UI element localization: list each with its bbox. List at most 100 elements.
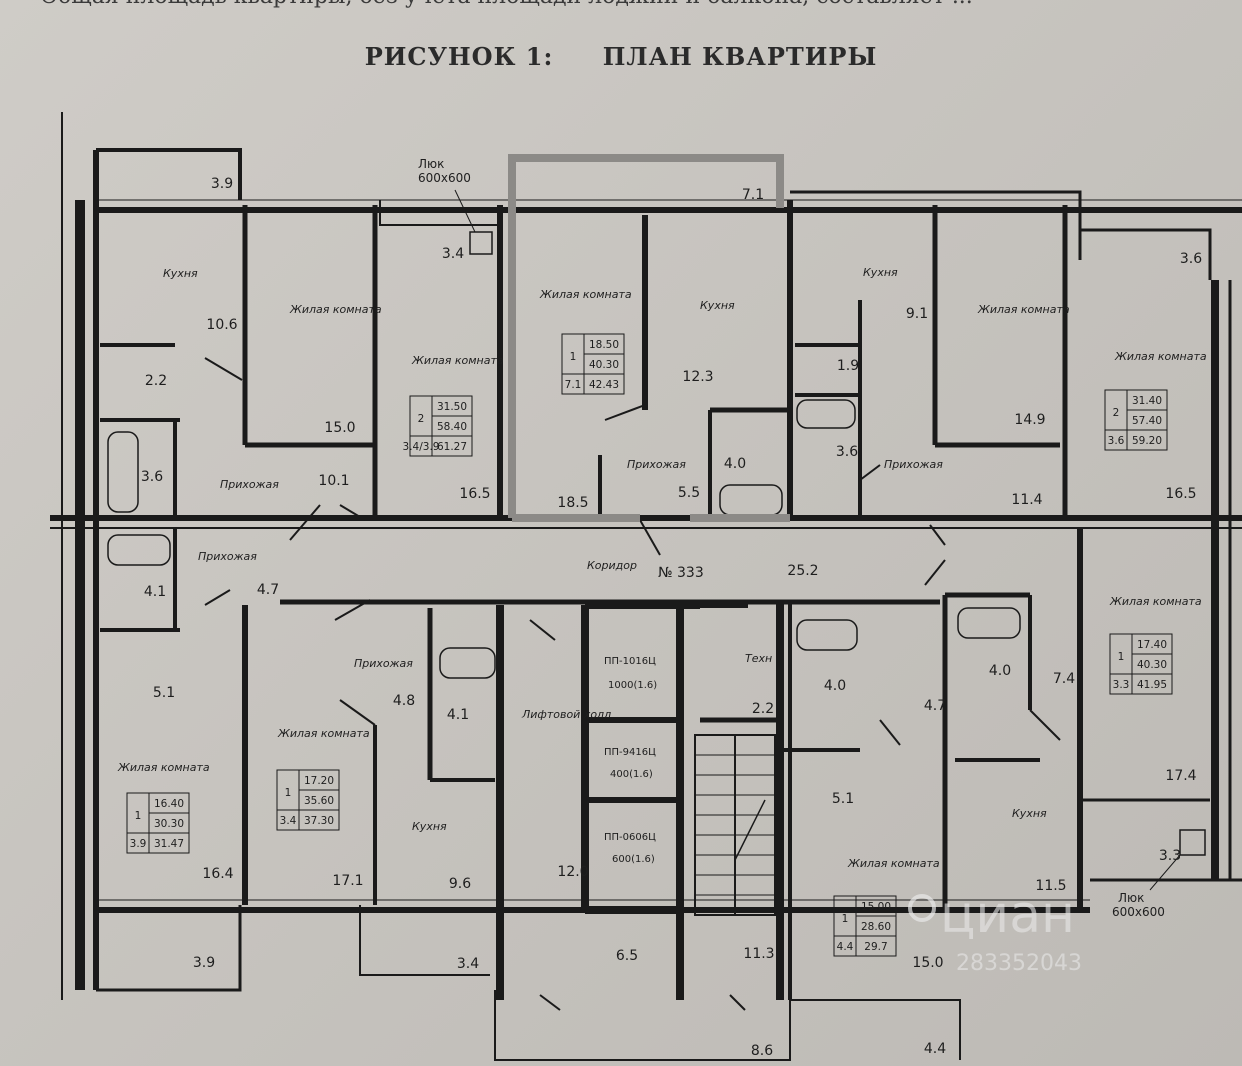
area-label: 5.1	[832, 791, 854, 807]
balcony-area: 3.3	[1113, 679, 1130, 691]
living-area: 31.50	[437, 401, 467, 413]
area-label: 16.4	[202, 866, 233, 882]
full-area: 29.7	[864, 941, 887, 953]
area-label: 3.6	[1180, 251, 1202, 267]
full-area: 61.27	[437, 441, 467, 453]
total-area: 58.40	[437, 421, 467, 433]
area-label: 16.5	[459, 486, 490, 502]
table-frame	[1104, 389, 1168, 451]
rooms-count: 2	[418, 413, 425, 425]
balcony-area: 3.9	[130, 838, 147, 850]
table-frame	[561, 333, 625, 395]
living-area: 17.20	[304, 775, 334, 787]
room-name: Жилая комната	[847, 857, 940, 870]
area-label: 4.0	[989, 663, 1011, 679]
wall-lines	[50, 112, 1242, 1061]
area-label: 4.0	[824, 678, 846, 694]
area-label: 9.6	[449, 876, 471, 892]
balcony-area: 3.4	[280, 815, 297, 827]
area-label: 3.9	[193, 955, 215, 971]
total-area: 40.30	[1137, 659, 1167, 671]
area-label: 16.5	[1165, 486, 1196, 502]
area-label: 18.5	[557, 495, 588, 511]
watermark-logo-icon	[908, 894, 936, 922]
room-name-labels: Кухня Кухня Кухня Кухня Кухня Жилая комн…	[117, 266, 1207, 870]
area-label: 12.0	[557, 864, 588, 880]
area-label: 4.4	[924, 1041, 946, 1057]
rooms-count: 1	[842, 913, 849, 925]
area-label: 3.4	[442, 246, 464, 262]
area-label: 11.3	[743, 946, 774, 962]
area-label: 4.1	[144, 584, 166, 600]
living-area: 17.40	[1137, 639, 1167, 651]
balcony-area: 7.1	[565, 379, 582, 391]
total-area: 40.30	[589, 359, 619, 371]
rooms-count: 2	[1113, 407, 1120, 419]
full-area: 31.47	[154, 838, 184, 850]
room-name: Жилая комната	[977, 303, 1070, 316]
living-area: 31.40	[1132, 395, 1162, 407]
room-name: Прихожая	[884, 458, 943, 471]
room-name: Прихожая	[198, 550, 257, 563]
room-name: Прихожая	[627, 458, 686, 471]
table-frame	[409, 395, 473, 457]
shaft-size: 400(1.6)	[610, 769, 653, 780]
area-label: 11.5	[1035, 878, 1066, 894]
shaft-code: ПП-9416Ц	[604, 747, 656, 758]
room-name: Жилая комната	[1109, 595, 1202, 608]
balcony-area: 4.4	[837, 941, 854, 953]
room-name: Жилая комната	[539, 288, 632, 301]
rooms-count: 1	[285, 787, 292, 799]
area-label: 14.9	[1014, 412, 1045, 428]
room-name: Жилая комната	[411, 354, 504, 367]
area-label: 15.0	[324, 420, 355, 436]
living-area: 15.00	[861, 901, 891, 913]
room-name: Техн	[745, 652, 772, 665]
area-label: 2.2	[145, 373, 167, 389]
shaft-labels: ПП-1016Ц 1000(1.6) ПП-9416Ц 400(1.6) ПП-…	[604, 656, 657, 865]
shaft-code: ПП-0606Ц	[604, 832, 656, 843]
area-label: 4.0	[724, 456, 746, 472]
table-frame	[126, 792, 190, 854]
area-label: 25.2	[787, 563, 818, 579]
area-label: 4.7	[257, 582, 279, 598]
living-area: 18.50	[589, 339, 619, 351]
area-label: 4.1	[447, 707, 469, 723]
balcony-area: 3.4/3.9	[403, 441, 440, 453]
area-label: 11.4	[1011, 492, 1042, 508]
living-area: 16.40	[154, 798, 184, 810]
area-label: 8.6	[751, 1043, 773, 1059]
room-name: Кухня	[412, 820, 447, 833]
figure-title: РИСУНОК 1: ПЛАН КВАРТИРЫ	[0, 42, 1242, 71]
area-label: 4.7	[924, 698, 946, 714]
room-name: Лифтовой холл	[521, 708, 611, 721]
watermark-id: 283352043	[956, 951, 1082, 976]
table-frame	[276, 769, 340, 831]
area-label: 3.9	[211, 176, 233, 192]
area-label: 2.2	[752, 701, 774, 717]
area-label: 3.6	[836, 444, 858, 460]
full-area: 42.43	[589, 379, 619, 391]
room-name: Жилая комната	[1114, 350, 1207, 363]
rooms-count: 1	[1118, 651, 1125, 663]
full-area: 41.95	[1137, 679, 1167, 691]
shaft-code: ПП-1016Ц	[604, 656, 656, 667]
rooms-count: 1	[135, 810, 142, 822]
cropped-header-text: Общая площадь квартиры, без учета площад…	[40, 0, 1140, 14]
table-frame	[833, 895, 897, 957]
area-label: 4.8	[393, 693, 415, 709]
apartment-area-table: 1 17.40 40.30 3.3 41.95	[1109, 633, 1173, 695]
total-area: 30.30	[154, 818, 184, 830]
apartment-area-table: 1 16.40 30.30 3.9 31.47	[126, 792, 190, 854]
area-label: 3.3	[1159, 848, 1181, 864]
room-name: Кухня	[700, 299, 735, 312]
area-label: 15.0	[912, 955, 943, 971]
area-label: 6.5	[616, 948, 638, 964]
